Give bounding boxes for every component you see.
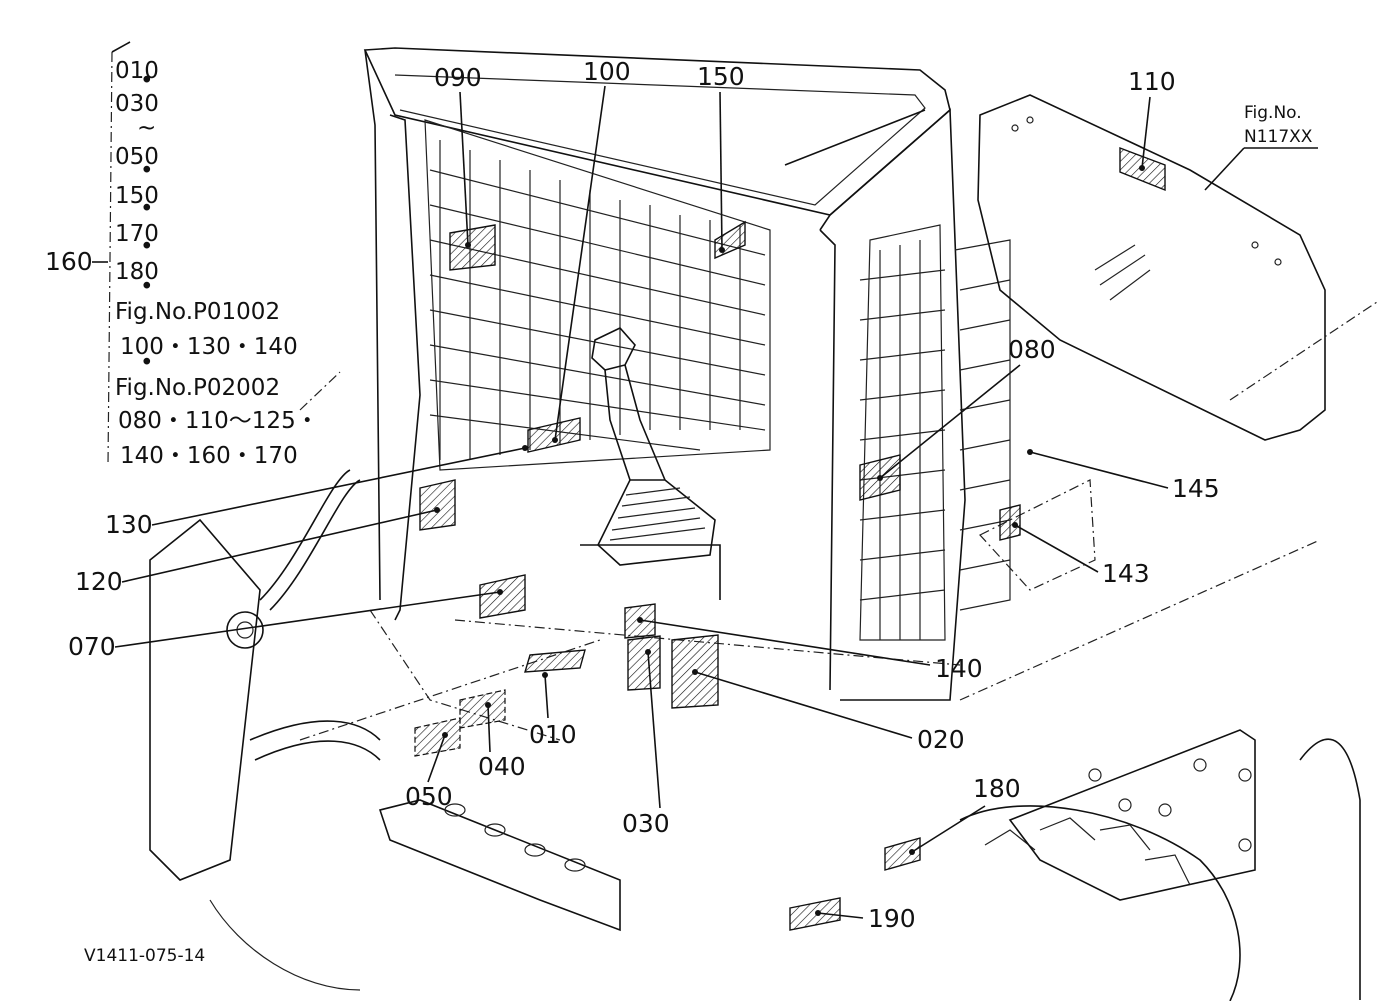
callouts: 090 100 150 110 Fig.No. N117XX 080 145 1… bbox=[68, 57, 1318, 933]
note-ref-parts3: 140・160・170 bbox=[120, 443, 298, 469]
callout-050: 050 bbox=[405, 782, 453, 811]
side-panel-grille bbox=[954, 239, 1011, 611]
callout-040: 040 bbox=[478, 752, 526, 781]
svg-text:•: • bbox=[140, 234, 154, 260]
note-010: 010 bbox=[115, 58, 159, 84]
machine-illustration bbox=[149, 47, 1379, 1001]
callout-150: 150 bbox=[697, 62, 745, 91]
callout-140: 140 bbox=[935, 654, 983, 683]
decals bbox=[414, 146, 1166, 931]
callout-130: 130 bbox=[105, 510, 153, 539]
fig-ref-line2: N117XX bbox=[1244, 127, 1313, 147]
callout-080: 080 bbox=[1008, 335, 1056, 364]
tire bbox=[959, 738, 1361, 1001]
cab-frame bbox=[363, 47, 966, 701]
note-ref-parts2: 080・110〜125・ bbox=[118, 408, 319, 434]
callout-020: 020 bbox=[917, 725, 965, 754]
drawing-id: V1411-075-14 bbox=[84, 946, 205, 966]
callout-010: 010 bbox=[529, 720, 577, 749]
note-tilde: ~ bbox=[137, 115, 156, 141]
callout-070: 070 bbox=[68, 632, 116, 661]
callout-030: 030 bbox=[622, 809, 670, 838]
note-150: 150 bbox=[115, 183, 159, 209]
note-ref-fig2: Fig.No.P02002 bbox=[115, 375, 280, 401]
callout-120: 120 bbox=[75, 567, 123, 596]
note-170: 170 bbox=[115, 221, 159, 247]
note-030: 030 bbox=[115, 91, 159, 117]
side-grille bbox=[859, 240, 946, 640]
callout-180: 180 bbox=[973, 774, 1021, 803]
side-cover bbox=[1008, 729, 1256, 901]
callout-143: 143 bbox=[1102, 559, 1150, 588]
svg-text:•: • bbox=[140, 350, 154, 376]
callout-145: 145 bbox=[1172, 474, 1220, 503]
svg-text:•: • bbox=[140, 68, 154, 94]
window-pane bbox=[977, 94, 1326, 441]
hidden-edges bbox=[299, 299, 1379, 741]
fig-ref-line1: Fig.No. bbox=[1244, 103, 1302, 123]
rear-grille bbox=[429, 140, 766, 460]
control-lever bbox=[580, 327, 721, 600]
callout-110: 110 bbox=[1128, 67, 1176, 96]
note-180: 180 bbox=[115, 259, 159, 285]
callout-100: 100 bbox=[583, 57, 631, 86]
callout-090: 090 bbox=[434, 63, 482, 92]
note-block: 010 • 030 ~ 050 • 150 • 170 • 180 • Fig.… bbox=[45, 41, 341, 469]
svg-text:•: • bbox=[140, 158, 154, 184]
note-ref-fig1: Fig.No.P01002 bbox=[115, 299, 280, 325]
note-ref-parts1: 100・130・140 bbox=[120, 334, 298, 360]
callout-160: 160 bbox=[45, 247, 93, 276]
callout-190: 190 bbox=[868, 904, 916, 933]
svg-text:•: • bbox=[140, 274, 154, 300]
lift-arm bbox=[149, 469, 381, 991]
svg-text:•: • bbox=[140, 196, 154, 222]
floor-step bbox=[378, 799, 621, 932]
note-050: 050 bbox=[115, 144, 159, 170]
